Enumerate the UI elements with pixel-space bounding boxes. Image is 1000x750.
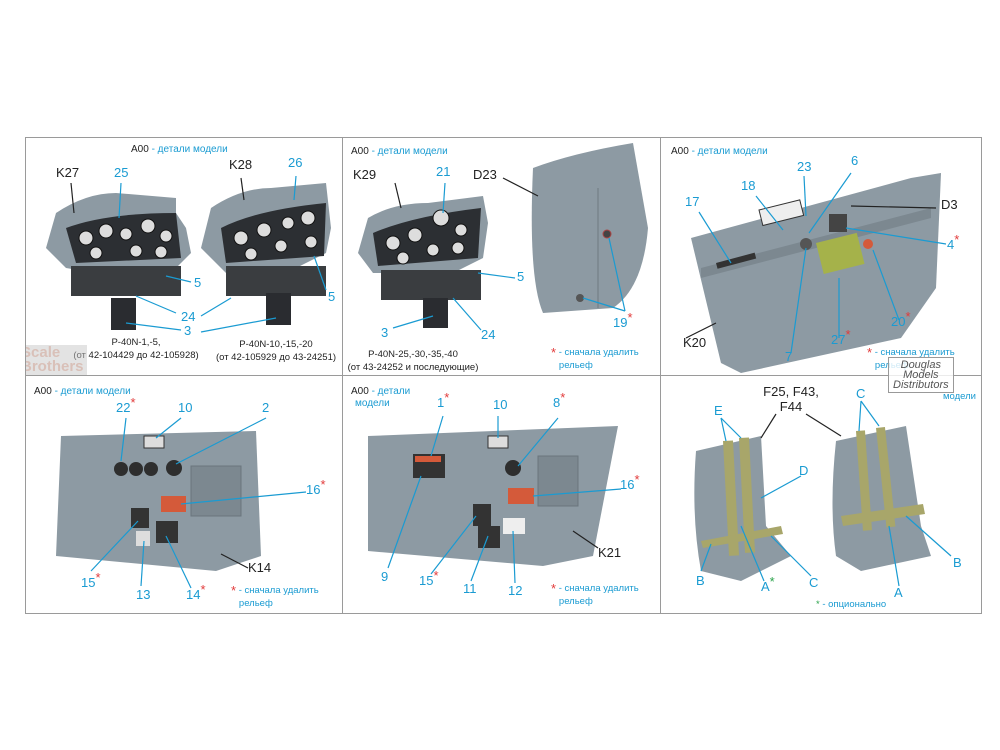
part-label-d: D <box>799 463 809 478</box>
part-label-12: 12 <box>508 583 523 598</box>
part-label-17: 17 <box>685 194 700 209</box>
part-label-5: 5 <box>517 269 525 284</box>
part-label-8: 8* <box>553 390 566 410</box>
part-label-a: A <box>894 585 903 600</box>
part-label-11: 11 <box>463 581 477 596</box>
part-label-k14: K14 <box>248 560 272 575</box>
part-label-23: 23 <box>797 159 812 174</box>
part-label-k29: K29 <box>353 167 377 182</box>
variant-caption: P-40N-25,-30,-35,-40(от 43-24252 и после… <box>347 349 479 373</box>
panel4-illustration <box>56 417 307 589</box>
part-label-3: 3 <box>184 323 192 338</box>
part-label-19: 19* <box>613 310 633 330</box>
panel6-illustration <box>694 400 952 587</box>
optional-note: * - опционально <box>816 599 887 610</box>
part-label-14: 14* <box>186 582 206 602</box>
part-label-k20: K20 <box>683 335 707 350</box>
variant-caption: P-40N-1,-5,(от 42-104429 до 42-105928) <box>73 337 199 361</box>
part-label-c: C <box>809 575 819 590</box>
part-label-d23: D23 <box>473 167 497 182</box>
panel-side-wall-k20: A00 - детали модели 23 6 18 17 D3 4* K20… <box>660 137 982 377</box>
part-label-1: 1* <box>437 390 450 410</box>
part-label-a: A* <box>761 574 775 594</box>
part-label-21: 21 <box>436 164 451 179</box>
part-label-16: 16* <box>620 472 640 492</box>
part-label-5: 5 <box>328 289 336 304</box>
part-label-3: 3 <box>381 325 389 340</box>
part-label-9: 9 <box>381 569 389 584</box>
part-label-10: 10 <box>493 397 508 412</box>
scale-brothers-watermark: ScaleBrothers <box>26 345 87 375</box>
part-label-24: 24 <box>481 327 496 342</box>
panel-header: A00 - детали модели <box>351 146 448 157</box>
part-label-26: 26 <box>288 155 303 170</box>
part-label-7: 7 <box>785 349 793 364</box>
panel2-illustration <box>358 143 648 331</box>
part-label-24: 24 <box>181 309 196 324</box>
part-label-18: 18 <box>741 178 756 193</box>
part-label-k21: K21 <box>598 545 622 560</box>
part-label-6: 6 <box>851 153 859 168</box>
part-label-f25-f43-f44: F25, F43,F44 <box>763 384 819 414</box>
part-label-15: 15* <box>419 568 439 588</box>
part-label-16: 16* <box>306 477 326 497</box>
part-label-d3: D3 <box>941 197 958 212</box>
panel-header-partial: модели <box>943 391 976 402</box>
part-label-22: 22* <box>116 395 136 415</box>
part-label-20: 20* <box>891 309 911 329</box>
part-label-13: 13 <box>136 587 151 602</box>
part-label-5: 5 <box>194 275 202 290</box>
panel-header: A00 - детали модели <box>671 146 768 157</box>
part-label-25: 25 <box>114 165 129 180</box>
part-label-27: 27* <box>831 327 851 347</box>
part-label-c: C <box>856 386 866 401</box>
panel5-illustration <box>368 415 622 584</box>
panel3-illustration <box>685 172 947 373</box>
part-label-10: 10 <box>178 400 193 415</box>
part-label-2: 2 <box>262 400 270 415</box>
remove-relief-note: * - сначала удалить рельеф <box>551 581 639 607</box>
remove-relief-note: * - сначала удалить рельеф <box>551 345 639 371</box>
part-label-k27: K27 <box>56 165 80 180</box>
part-label-15: 15* <box>81 570 101 590</box>
part-label-e: E <box>714 403 723 418</box>
panel-seats: F25, F43,F44 E C D B A* C A B * - опцион… <box>660 375 982 614</box>
panel-side-wall-k14: A00 - детали модели 22* 10 2 16* 15* 13 … <box>25 375 344 614</box>
part-label-b: B <box>696 573 705 588</box>
part-label-k28: K28 <box>229 157 253 172</box>
remove-relief-note: * - сначала удалить рельеф <box>231 583 319 609</box>
variant-caption: P-40N-10,-15,-20(от 42-105929 до 43-2425… <box>215 339 337 363</box>
panel-instrument-panel-late: A00 - детали модели K29 21 D23 5 3 24 19… <box>342 137 662 377</box>
panel1-illustration <box>46 175 331 333</box>
part-label-b: B <box>953 555 962 570</box>
part-label-4: 4* <box>947 232 960 252</box>
panel-header: A00 - детали модели <box>131 144 228 155</box>
panel-header: A00 - детали модели <box>34 386 131 397</box>
panel-instrument-panels-early: A00 - детали модели K27 25 K28 26 5 5 24… <box>25 137 344 377</box>
